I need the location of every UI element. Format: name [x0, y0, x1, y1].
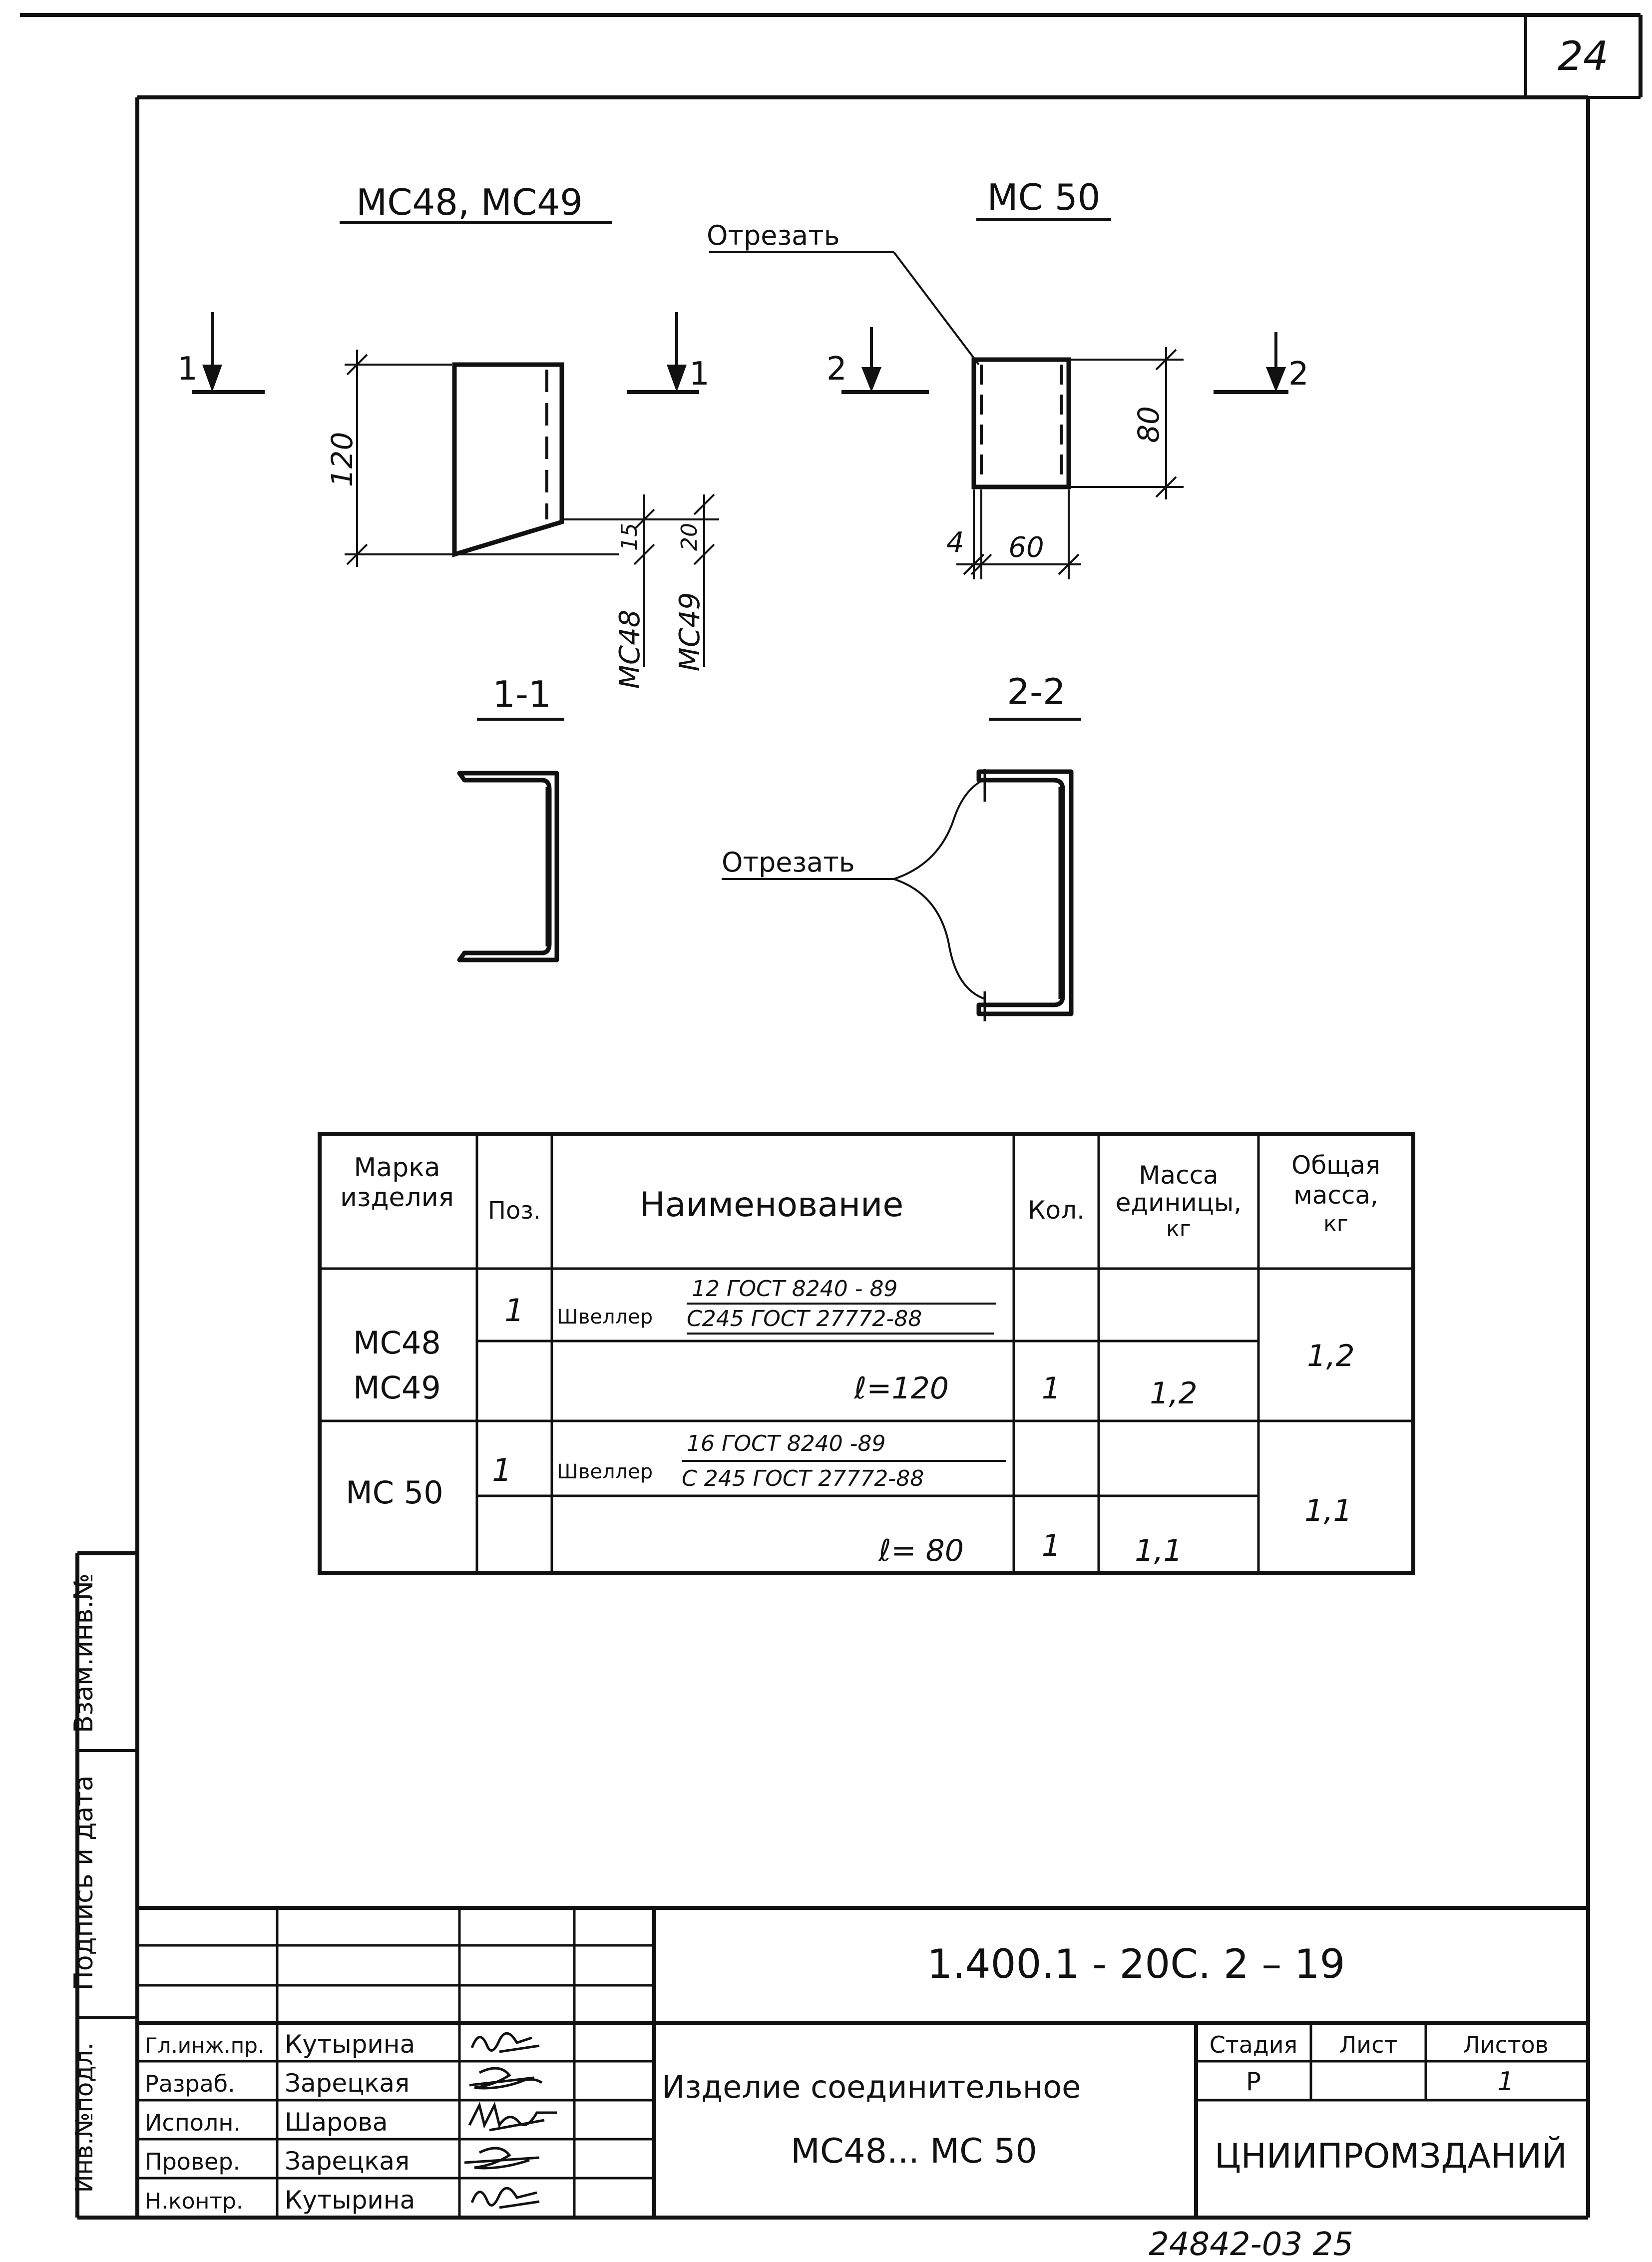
row-qty: 1 — [1042, 1371, 1061, 1406]
role-name: Шарова — [285, 2108, 388, 2137]
spec-table: Марка изделия Поз. Наименование Кол. Мас… — [318, 1132, 1415, 1575]
header-total-mass-3: кг — [1323, 1211, 1348, 1237]
part-outline-mc48 — [452, 362, 564, 558]
row-unit-mass: 1,2 — [1150, 1376, 1197, 1411]
organization: ЦНИИПРОМЗДАНИЙ — [1215, 2136, 1567, 2176]
section-label-1-left: 1 — [177, 351, 198, 388]
inv-podl-label: Инв.№подл. — [70, 2043, 98, 2193]
header-unit-mass-2: единицы, — [1116, 1188, 1241, 1217]
dim-60: 60 — [1008, 531, 1044, 564]
section-title-2-2: 2-2 — [1007, 671, 1066, 713]
title-block: 1.400.1 - 20С. 2 – 19 Гл.инж.пр. Кутырин… — [137, 1906, 1588, 2218]
role-label: Исполн. — [145, 2109, 241, 2136]
header-unit-mass-3: кг — [1166, 1216, 1191, 1242]
dim-label-mc48: МС48 — [614, 610, 646, 689]
section-1-1: 1-1 — [457, 673, 564, 962]
table-row: МС 50 1 Швеллер 16 ГОСТ 8240 -89 С 245 Г… — [346, 1431, 1352, 1568]
section-title-1-1: 1-1 — [492, 673, 551, 715]
section-arrow-1-left: 1 — [177, 312, 265, 394]
sheets-value: 1 — [1497, 2067, 1514, 2097]
channel-section-2-2 — [976, 769, 1074, 1016]
row-length: ℓ=120 — [853, 1371, 949, 1406]
dim-label-mc49: МС49 — [674, 592, 706, 672]
header-name: Наименование — [640, 1185, 903, 1225]
left-margin-stamp: Взам.инв.№ Подпись и дата Инв.№подл. — [69, 1573, 137, 2193]
section-arrow-2-right: 2 — [1214, 332, 1309, 394]
role-label: Разраб. — [145, 2070, 235, 2097]
section-arrow-1-right: 1 — [627, 312, 710, 394]
row-mark: МС48 — [353, 1325, 441, 1361]
stage-label: Стадия — [1210, 2031, 1297, 2058]
role-name: Кутырина — [285, 2186, 415, 2215]
row-total-mass: 1,2 — [1307, 1339, 1354, 1373]
row-unit-mass: 1,1 — [1135, 1533, 1182, 1568]
signature — [469, 2067, 543, 2090]
dim-20: 20 — [677, 523, 702, 551]
cut-note-top: Отрезать — [707, 220, 840, 251]
signature — [470, 2032, 540, 2053]
row-pos: 1 — [504, 1292, 524, 1329]
row-numerator: 12 ГОСТ 8240 - 89 — [692, 1276, 898, 1302]
row-denominator: С245 ГОСТ 27772-88 — [687, 1306, 922, 1332]
stage-value: Р — [1246, 2067, 1261, 2096]
header-unit-mass-1: Масса — [1139, 1161, 1218, 1190]
view-title-mc50: МС 50 — [987, 176, 1101, 218]
channel-section-1-1 — [457, 771, 559, 962]
page-number: 24 — [1558, 33, 1609, 79]
dim-4: 4 — [946, 526, 964, 559]
sheet-frame — [20, 13, 1643, 2220]
cut-note-section: Отрезать — [722, 847, 855, 878]
vzam-inv-label: Взам.инв.№ — [69, 1573, 99, 1733]
section-arrow-2-left: 2 — [826, 327, 929, 394]
role-name: Кутырина — [285, 2030, 415, 2059]
dim-80: 80 — [1132, 406, 1166, 443]
section-label-2-left: 2 — [826, 351, 847, 388]
row-total-mass: 1,1 — [1304, 1493, 1352, 1528]
view-mc50: МС 50 Отрезать 2 2 80 — [707, 176, 1309, 579]
view-mc48-mc49: МС48, МС49 1 1 120 15 — [177, 181, 719, 689]
section-label-2-right: 2 — [1288, 356, 1309, 393]
part-outline-mc50 — [971, 357, 1071, 489]
row-mark: МС 50 — [346, 1474, 443, 1511]
row-mark: МС49 — [353, 1369, 441, 1406]
view-title-mc48-mc49: МС48, МС49 — [356, 181, 583, 223]
row-denominator: С 245 ГОСТ 27772-88 — [682, 1466, 924, 1491]
header-total-mass-1: Общая — [1291, 1151, 1380, 1180]
header-total-mass-2: масса, — [1293, 1181, 1378, 1210]
role-name: Зарецкая — [285, 2147, 410, 2176]
page-number-box: 24 — [1524, 15, 1641, 99]
section-2-2: 2-2 Отрезать — [722, 671, 1081, 1021]
sheets-label: Листов — [1463, 2031, 1549, 2058]
dim-120: 120 — [325, 432, 359, 487]
row-pos: 1 — [492, 1452, 511, 1488]
table-row: МС48 МС49 1 Швеллер 12 ГОСТ 8240 - 89 С2… — [353, 1276, 1355, 1411]
row-length: ℓ= 80 — [878, 1533, 964, 1568]
signature — [468, 2101, 557, 2132]
item-title-line-2: МС48... МС 50 — [791, 2132, 1037, 2171]
signature — [470, 2187, 540, 2209]
signature-date-label: Подпись и дата — [69, 1776, 99, 1991]
role-label: Н.контр. — [145, 2189, 243, 2214]
row-qty: 1 — [1042, 1528, 1061, 1563]
header-mark-2: изделия — [340, 1183, 454, 1213]
row-name-prefix: Швеллер — [557, 1306, 653, 1329]
dim-15: 15 — [617, 523, 642, 551]
row-name-prefix: Швеллер — [557, 1460, 653, 1483]
role-label: Провер. — [145, 2148, 240, 2175]
signatures — [464, 2032, 557, 2209]
archive-number: 24842-03 25 — [1149, 2226, 1353, 2262]
sheet-label: Лист — [1339, 2031, 1398, 2058]
role-name: Зарецкая — [285, 2069, 410, 2098]
signature — [464, 2147, 540, 2170]
item-title-line-1: Изделие соединительное — [662, 2069, 1081, 2105]
header-qty: Кол. — [1028, 1196, 1085, 1225]
header-pos: Поз. — [488, 1197, 541, 1225]
row-numerator: 16 ГОСТ 8240 -89 — [687, 1431, 886, 1456]
role-label: Гл.инж.пр. — [145, 2033, 264, 2058]
doc-code: 1.400.1 - 20С. 2 – 19 — [927, 1941, 1345, 1987]
header-mark-1: Марка — [354, 1153, 440, 1183]
section-label-1-right: 1 — [689, 356, 710, 393]
